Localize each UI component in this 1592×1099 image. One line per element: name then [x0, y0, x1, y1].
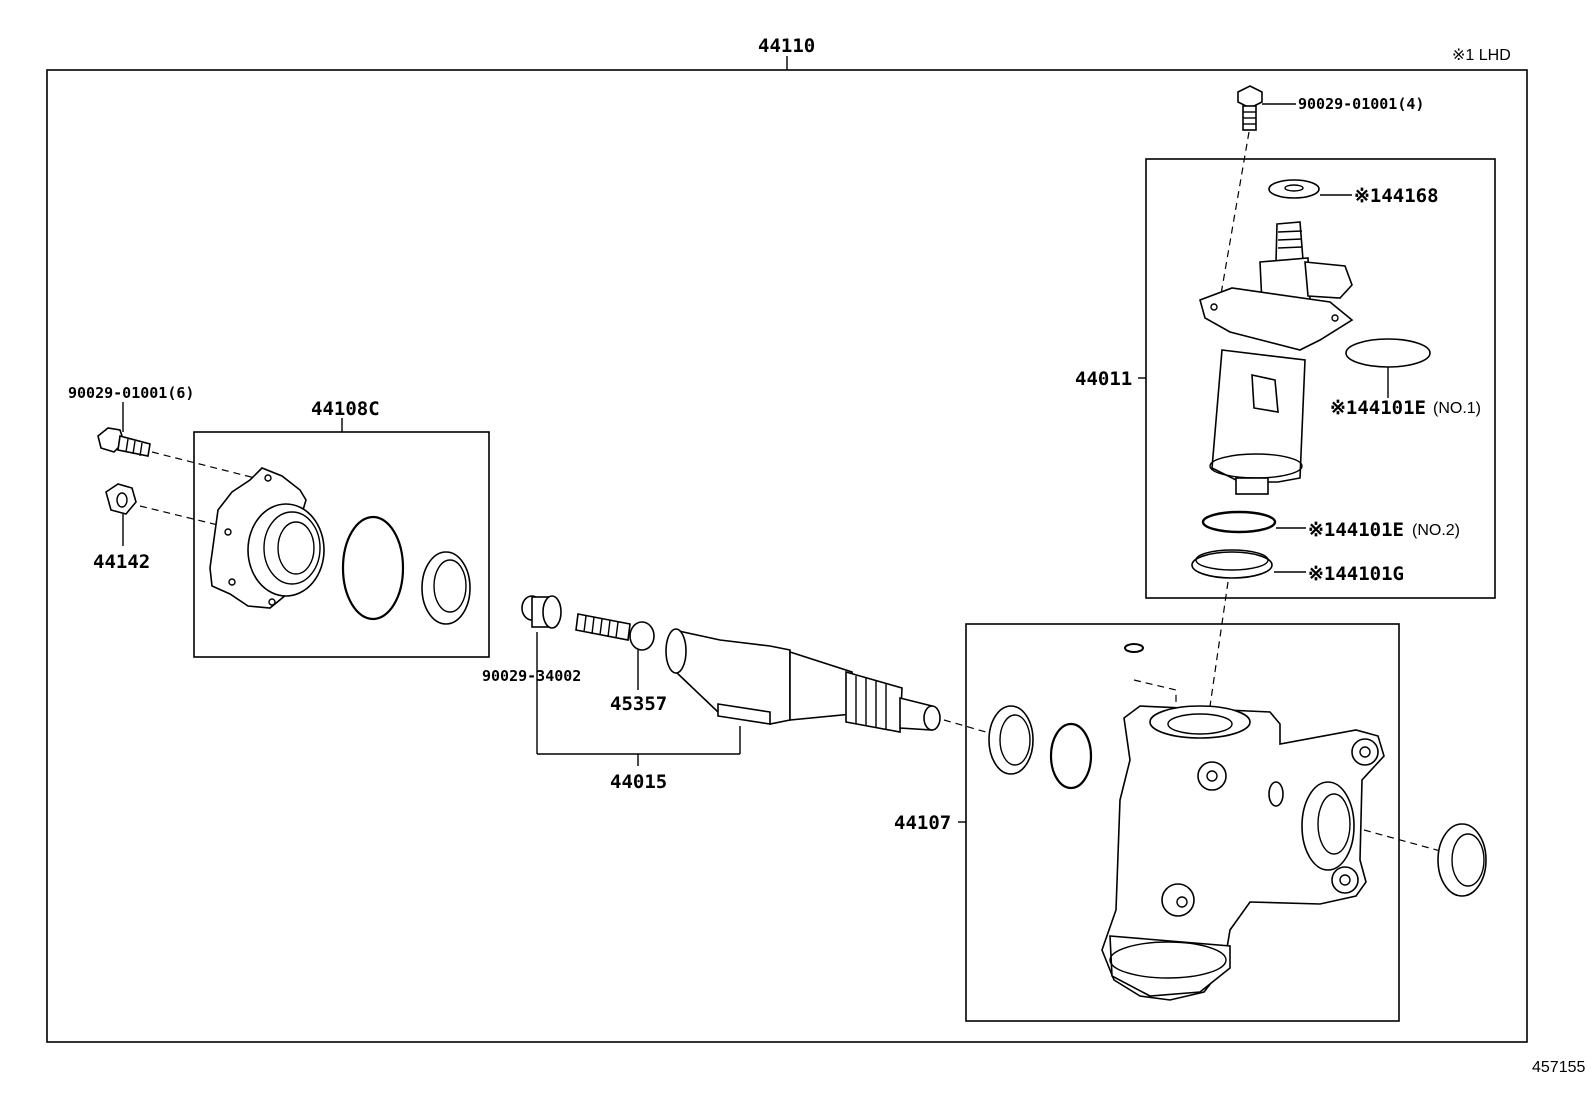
oring-no2-icon — [1201, 510, 1277, 534]
oring-no1-label: ※144101E — [1330, 397, 1426, 419]
valve-assy-label: 44011 — [1075, 368, 1132, 390]
oring-no1-suffix: (NO.1) — [1433, 400, 1481, 417]
bolt-left-label: 90029-01001(6) — [68, 384, 194, 402]
control-valve-icon — [1199, 221, 1354, 495]
sector-shaft-icon — [665, 628, 941, 733]
plug-label: 90029-34002 — [482, 667, 581, 685]
oring-no2-label: ※144101E — [1308, 519, 1404, 541]
nut-label: 44142 — [93, 551, 150, 573]
ring-top-label: ※144168 — [1354, 185, 1439, 207]
seal-g-icon — [1191, 549, 1273, 579]
housing-seal-icon — [988, 705, 1034, 775]
seal-g-label: ※144101G — [1308, 563, 1404, 585]
bolt-left-icon — [97, 427, 151, 457]
sector-shaft-label: 44015 — [610, 771, 667, 793]
cover-kit-label: 44108C — [311, 398, 380, 420]
nut-icon — [105, 483, 137, 515]
oring-no1-icon — [1345, 338, 1431, 368]
adjust-screw-label: 45357 — [610, 693, 667, 715]
cover-oring-icon — [341, 515, 405, 621]
small-oring-icon — [1124, 643, 1144, 653]
figure-id: 457155 — [1532, 1059, 1585, 1076]
end-cover-icon — [209, 467, 325, 609]
housing-oring-icon — [1049, 722, 1093, 790]
cover-seal-icon — [421, 551, 471, 625]
bolt-top-icon — [1237, 85, 1263, 131]
outer-seal-icon — [1437, 823, 1487, 897]
housing-label: 44107 — [894, 812, 951, 834]
lhd-note: ※1 LHD — [1452, 47, 1511, 64]
gear-housing-icon — [1101, 705, 1385, 1001]
oring-no2-suffix: (NO.2) — [1412, 522, 1460, 539]
plug-icon — [521, 595, 562, 629]
bolt-top-label: 90029-01001(4) — [1298, 95, 1424, 113]
adjusting-screw-icon — [575, 613, 655, 651]
assembly-number-label: 44110 — [758, 35, 815, 57]
washer-ring-icon — [1268, 179, 1320, 199]
